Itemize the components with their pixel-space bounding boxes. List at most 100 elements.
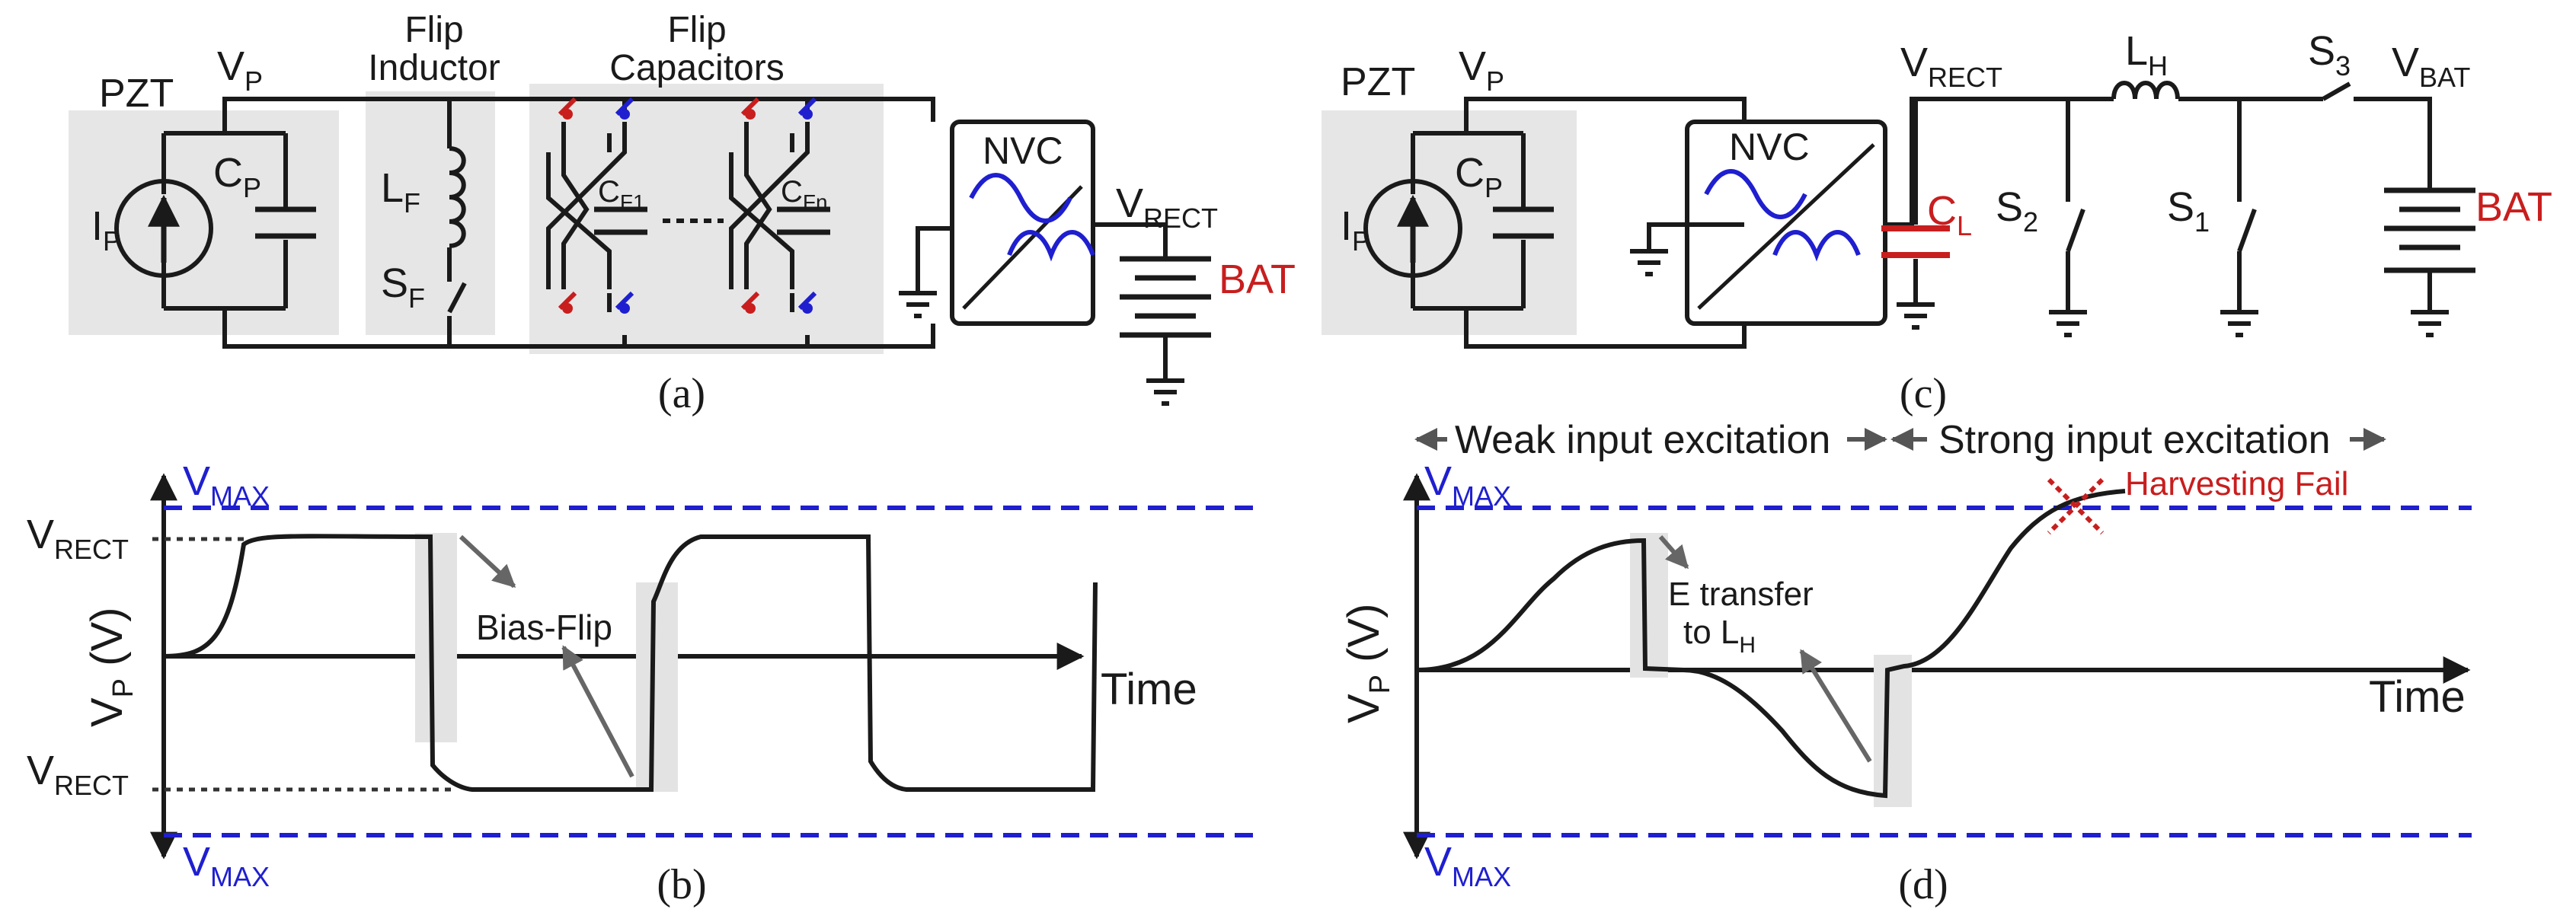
ylabel-unit-b: (V) [82, 608, 132, 678]
cf1-label: CF1 [598, 175, 645, 214]
vmax-bottom-label-d: VMAX [1424, 839, 1511, 892]
rectified-wave-icon-c [1772, 230, 1861, 262]
vbat-text: V [2392, 40, 2419, 85]
caption-c: (c) [1900, 370, 1947, 417]
switch-sf [447, 282, 467, 314]
vmax-top-sub-d: MAX [1452, 480, 1511, 512]
cp-capacitor-c [1493, 206, 1554, 239]
cp-text-c: C [1455, 150, 1485, 196]
vrect-bottom-label-b: VRECT [27, 748, 129, 801]
ip-label-a: IP [91, 203, 121, 257]
pzt-box [69, 110, 339, 335]
transfer-region-1 [1630, 533, 1668, 678]
vp-waveform-b [163, 534, 1098, 792]
vmax-top-sub-b: MAX [210, 480, 270, 512]
ylabel-sub-d: P [1364, 675, 1396, 694]
current-source-c [1363, 179, 1462, 278]
vrect-top-text-b: V [27, 512, 54, 557]
lh-text: L [2125, 28, 2148, 74]
cf1-text: C [598, 175, 620, 209]
flip-inductor-label-2: Inductor [368, 48, 500, 88]
ip-text-a: I [91, 203, 103, 249]
cl-capacitor [1881, 225, 1950, 258]
cfn-label: CFn [781, 175, 828, 214]
flip-cap-cell-1 [546, 97, 647, 311]
cl-label: CL [1927, 188, 1972, 241]
vmax-bottom-text-d: V [1424, 839, 1452, 885]
cfn-text: C [781, 175, 803, 209]
battery-c [2384, 187, 2475, 273]
s2-text: S [1996, 184, 2023, 230]
flip-inductor-label-1: Flip [404, 10, 463, 50]
vmax-bottom-text-b: V [183, 839, 210, 885]
vrect-label-c: VRECT [1900, 40, 2002, 93]
lh-label: LH [2125, 28, 2168, 81]
s3-sub: 3 [2335, 50, 2351, 81]
vrect-bottom-sub-b: RECT [54, 770, 129, 801]
bias-flip-region-1 [415, 533, 457, 742]
vrect-text-a: V [1116, 180, 1143, 226]
vmax-bottom-sub-d: MAX [1452, 861, 1511, 892]
cl-text: C [1927, 188, 1957, 234]
sf-text: S [381, 260, 408, 306]
cp-sub-a: P [243, 172, 261, 203]
weak-excitation-label: Weak input excitation [1455, 418, 1830, 462]
x-axis-label-b: Time [1101, 665, 1197, 714]
caption-b: (b) [657, 861, 706, 908]
sine-wave-icon-c [1704, 169, 1807, 219]
flip-cap-cell-n [729, 97, 830, 311]
pzt-box-c [1322, 110, 1577, 335]
cf1-sub: F1 [620, 190, 645, 214]
cl-sub: L [1957, 210, 1972, 241]
flip-inductor-box [366, 91, 495, 335]
cp-label-a: CP [213, 150, 261, 203]
vp-sub-c: P [1486, 65, 1504, 97]
etransfer-label-2: to LH [1683, 614, 1756, 658]
ground-c-bat [2411, 310, 2449, 337]
vrect-text-c: V [1900, 40, 1928, 85]
ip-sub-c: P [1352, 225, 1370, 257]
nvc-box-a [950, 120, 1095, 326]
y-axis-label-b: VP (V) [82, 608, 139, 727]
vmax-bottom-sub-b: MAX [210, 861, 270, 892]
ylabel-sub-b: P [107, 678, 139, 697]
cp-text-a: C [213, 150, 243, 196]
lh-sub: H [2148, 50, 2168, 81]
vmax-top-text-b: V [183, 458, 210, 504]
bias-flip-arrow-2 [561, 645, 634, 778]
lf-label: LF [381, 165, 420, 219]
etransfer-text-2: to L [1683, 614, 1739, 651]
panel-b: VMAX VMAX VRECT VRECT VP (V) Time Bias-F… [27, 458, 1257, 908]
s1-label: S1 [2167, 184, 2210, 238]
rectified-wave-icon [1007, 230, 1095, 262]
sine-wave-icon [969, 173, 1072, 223]
ground-a-bat [1146, 378, 1184, 406]
s2-label: S2 [1996, 184, 2038, 238]
ip-sub-a: P [103, 225, 121, 257]
battery-a [1120, 256, 1211, 338]
cp-capacitor-a [255, 206, 316, 239]
vp-sub-a: P [244, 65, 263, 97]
ip-text-c: I [1341, 203, 1352, 249]
panel-d: Weak input excitation Strong input excit… [1339, 418, 2472, 908]
vp-text-a: V [217, 43, 244, 89]
bat-label-a: BAT [1219, 257, 1296, 302]
vp-label-a: VP [217, 43, 263, 97]
lf-sub: F [404, 187, 420, 219]
vbat-sub: BAT [2419, 62, 2470, 93]
vp-label-c: VP [1459, 43, 1504, 97]
nvc-box-c [1685, 120, 1887, 326]
s1-sub: 1 [2194, 206, 2210, 238]
ylabel-text-b: V [82, 697, 132, 727]
vmax-bottom-label-b: VMAX [183, 839, 270, 892]
inductor-lf [449, 146, 466, 248]
vmax-top-label-d: VMAX [1424, 458, 1511, 512]
y-axis-label-d: VP (V) [1339, 604, 1396, 723]
strong-excitation-label: Strong input excitation [1938, 418, 2331, 462]
bias-flip-label: Bias-Flip [476, 608, 612, 647]
caption-d: (d) [1898, 861, 1948, 908]
bat-label-c: BAT [2475, 184, 2552, 230]
harvest-fail-label: Harvesting Fail [2125, 465, 2348, 502]
etransfer-arrow-1 [1658, 535, 1689, 569]
